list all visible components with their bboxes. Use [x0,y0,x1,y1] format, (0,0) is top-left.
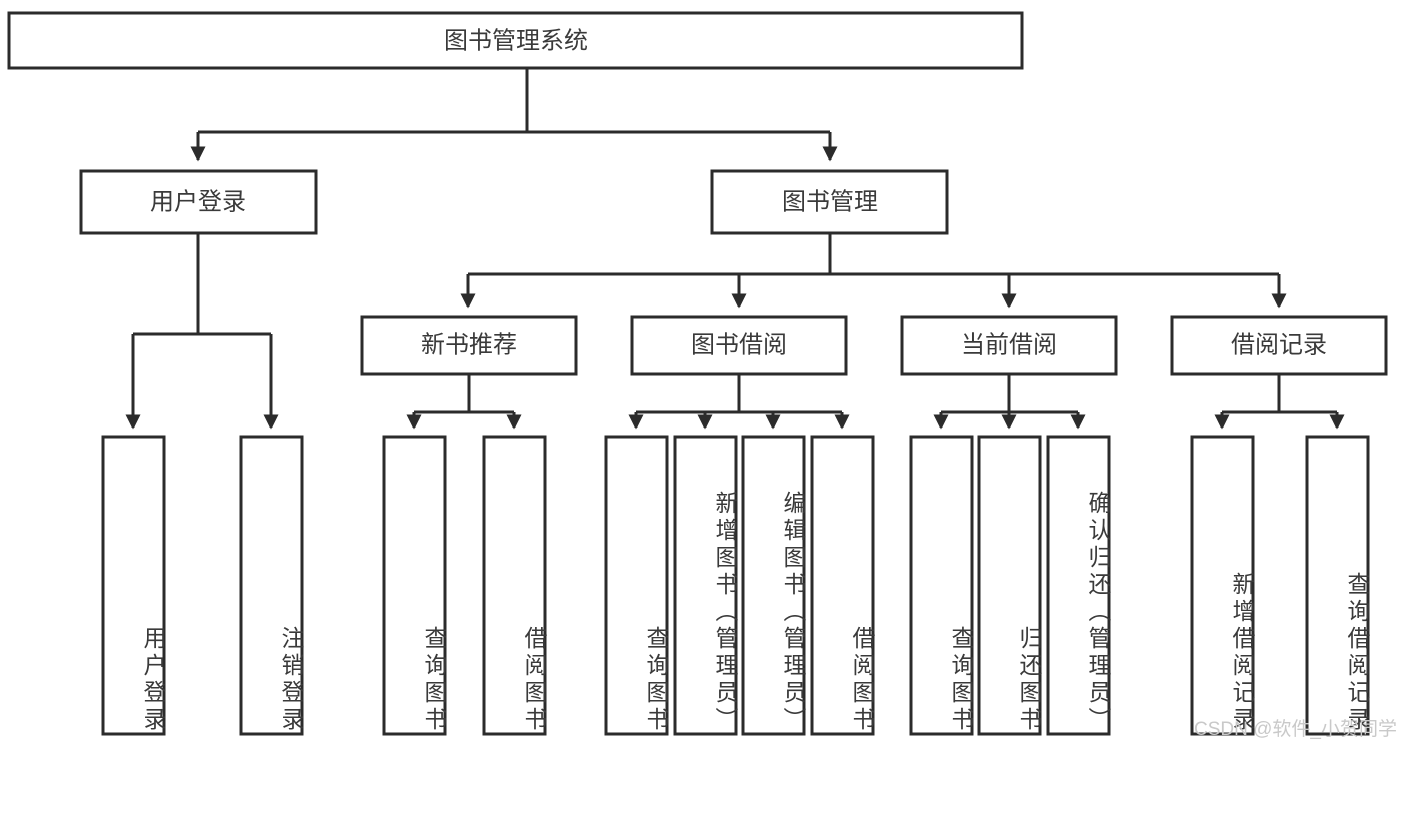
connector-borrow-record-to-leaves [1214,374,1345,430]
connector-root-to-level2 [190,68,838,162]
leaf-box-confirm-return-admin[interactable] [1046,435,1111,736]
node-user-login[interactable]: 用户登录 [79,169,318,235]
node-book-borrow[interactable]: 图书借阅 [630,315,848,376]
leaf-box-edit-book-admin[interactable] [741,435,806,736]
node-user-login-box[interactable] [79,169,318,235]
leaf-box-query-book-current[interactable] [909,435,974,736]
node-current-borrow-box[interactable] [900,315,1118,376]
leaf-box-query-book-recommend[interactable] [382,435,447,736]
connector-current-borrow-to-leaves [933,374,1086,430]
connector-user-login-to-leaves [125,233,279,430]
leaf-box-logout[interactable] [239,435,304,736]
leaf-box-return-book[interactable] [977,435,1042,736]
node-borrow-record-label: 借阅记录 [1231,331,1327,358]
node-current-borrow[interactable]: 当前借阅 [900,315,1118,376]
node-new-book-recommend[interactable]: 新书推荐 [360,315,578,376]
node-root[interactable]: 图书管理系统 [7,11,1024,70]
node-new-book-recommend-box[interactable] [360,315,578,376]
node-root-label: 图书管理系统 [444,27,588,54]
node-new-book-recommend-label: 新书推荐 [421,331,517,358]
leaf-box-user-login[interactable] [101,435,166,736]
node-root-box[interactable] [7,11,1024,70]
node-book-management-label: 图书管理 [782,188,878,215]
leaf-box-borrow-book[interactable] [810,435,875,736]
node-borrow-record[interactable]: 借阅记录 [1170,315,1388,376]
leaf-box-add-book-admin[interactable] [673,435,738,736]
diagram-canvas: 图书管理系统 用户登录 图书管理 [7,11,1397,740]
leaf-box-borrow-book-recommend[interactable] [482,435,547,736]
leaf-box-query-book-borrow[interactable] [604,435,669,736]
csdn-watermark: CSDN @软件_小贺同学 [1194,719,1397,740]
node-current-borrow-label: 当前借阅 [961,331,1057,358]
node-book-management[interactable]: 图书管理 [710,169,949,235]
connector-book-management-to-level3 [460,233,1287,309]
connector-new-book-recommend-to-leaves [406,374,522,430]
node-book-borrow-label: 图书借阅 [691,331,787,358]
node-user-login-label: 用户登录 [150,188,246,215]
connector-book-borrow-to-leaves [628,374,850,430]
leaf-box-query-borrow-record[interactable] [1305,435,1370,736]
hierarchy-tree-svg: 图书管理系统 用户登录 图书管理 [7,11,1388,736]
leaf-box-add-borrow-record[interactable] [1190,435,1255,736]
